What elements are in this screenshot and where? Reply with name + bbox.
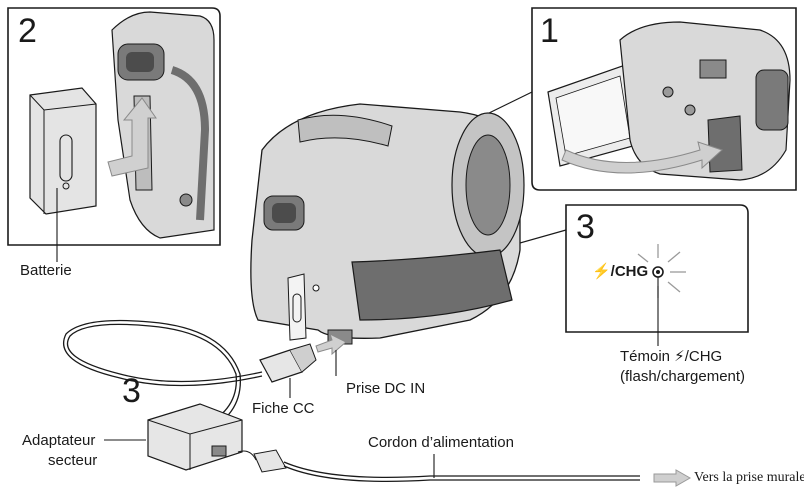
charge-lamp-sublabel: (flash/chargement)	[620, 368, 746, 385]
step-3-lamp-number: 3	[576, 208, 595, 246]
battery-panel	[7, 7, 221, 262]
power-cord	[237, 449, 640, 483]
battery-illustration	[29, 87, 97, 215]
camcorder-main-illustration	[250, 103, 525, 345]
wall-outlet-arrow	[653, 469, 692, 487]
dc-plug-label: Fiche CC	[252, 400, 315, 417]
battery-label: Batterie	[20, 262, 72, 279]
open-arrow	[561, 141, 723, 174]
wall-outlet-label: Vers la prise murale	[694, 470, 804, 485]
open-screen-panel	[439, 7, 797, 191]
ac-adapter	[147, 403, 243, 471]
adapter-sublabel: secteur	[48, 452, 98, 469]
dc-in-label: Prise DC IN	[346, 380, 426, 397]
adapter-label: Adaptateur	[22, 432, 96, 449]
dc-cable	[66, 323, 263, 429]
dc-plug	[259, 343, 317, 383]
power-cord-label: Cordon d’alimentation	[368, 434, 514, 451]
step-1-number: 1	[540, 12, 559, 50]
slide-arrow	[107, 97, 157, 177]
step-2-number: 2	[18, 12, 37, 50]
charge-lamp-text: ⚡/CHG	[592, 263, 649, 280]
dc-plug-insert-arrow	[315, 333, 347, 356]
charge-lamp-label: Témoin ⚡/CHG	[620, 348, 723, 365]
step-3-adapter-number: 3	[122, 372, 141, 410]
